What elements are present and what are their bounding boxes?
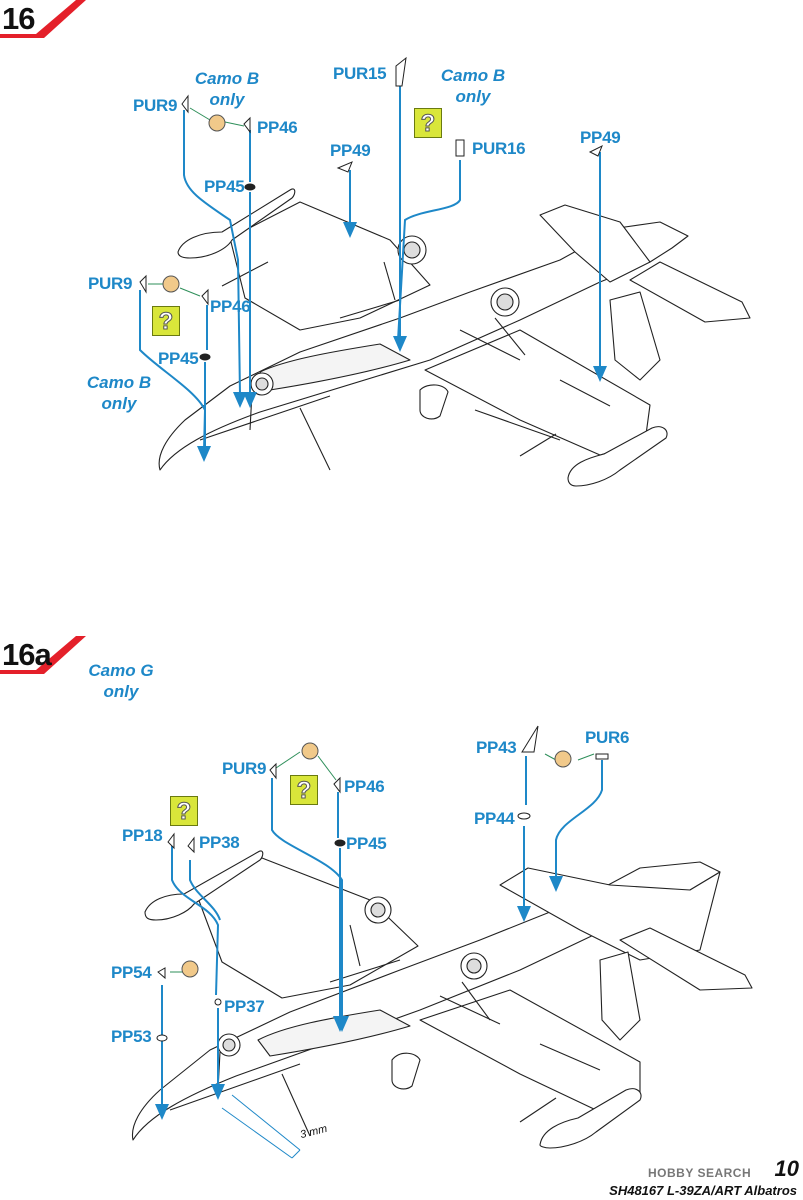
step-number: 16a [2, 637, 52, 672]
part-label-pp43: PP43 [476, 738, 517, 757]
question-icon: ? [170, 796, 198, 826]
part-label-pp53: PP53 [111, 1027, 152, 1046]
part-label-pur9: PUR9 [222, 759, 267, 778]
step-tab-shape [0, 0, 86, 38]
part-label-pp18: PP18 [122, 826, 163, 845]
question-icon: ? [414, 108, 442, 138]
part-label-pur9: PUR9 [133, 96, 178, 115]
part-label-pp45: PP45 [158, 349, 199, 368]
step-tab-shape [0, 636, 86, 674]
part-label-pp45: PP45 [346, 834, 387, 853]
part-label-pur9: PUR9 [88, 274, 133, 293]
part-label-pur16: PUR16 [472, 139, 526, 158]
part-label-pp37: PP37 [224, 997, 265, 1016]
step-tab-16a: 16a [0, 636, 86, 674]
camo-note: Camo B only [182, 68, 272, 110]
step-tab-16: 16 [0, 0, 86, 38]
watermark: HOBBY SEARCH [648, 1166, 752, 1180]
question-icon: ? [152, 306, 180, 336]
part-label-pp49: PP49 [580, 128, 621, 147]
part-label-pp46: PP46 [257, 118, 298, 137]
camo-note-line: Camo B [440, 66, 506, 85]
part-label-pp54: PP54 [111, 963, 152, 982]
camo-note: Camo B only [74, 372, 164, 414]
camo-note-line: Camo B [86, 373, 152, 392]
camo-note: Camo G only [76, 660, 166, 702]
part-label-pp46: PP46 [344, 777, 385, 796]
part-label-pp44: PP44 [474, 809, 515, 828]
part-label-pp45: PP45 [204, 177, 245, 196]
step-number: 16 [2, 1, 35, 36]
camo-note-line: only [101, 394, 137, 413]
part-label-pur15: PUR15 [333, 64, 387, 83]
part-label-pp49: PP49 [330, 141, 371, 160]
camo-note-line: Camo G [88, 661, 154, 680]
camo-note-line: only [103, 682, 139, 701]
page-number: 10 [774, 1156, 799, 1181]
camo-note-line: only [455, 87, 491, 106]
question-icon: ? [290, 775, 318, 805]
part-label-pp38: PP38 [199, 833, 240, 852]
part-label-pp46: PP46 [210, 297, 251, 316]
camo-note-line: only [209, 90, 245, 109]
camo-note-line: Camo B [194, 69, 260, 88]
part-label-pur6: PUR6 [585, 728, 630, 747]
camo-note: Camo B only [428, 65, 518, 107]
kit-code: SH48167 L-39ZA/ART Albatros [609, 1183, 797, 1198]
